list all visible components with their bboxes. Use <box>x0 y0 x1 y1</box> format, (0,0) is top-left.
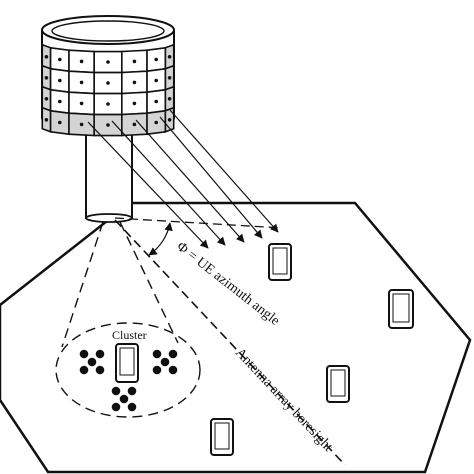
dot-group-right <box>152 349 178 375</box>
antenna-element <box>132 59 137 64</box>
antenna-element <box>132 101 137 106</box>
cluster-ellipse <box>55 322 201 418</box>
antenna-element <box>167 55 172 59</box>
beam-3 <box>135 119 245 243</box>
antenna-element <box>154 99 158 104</box>
ue-phone-icon <box>388 289 414 329</box>
antenna-element <box>44 97 49 101</box>
antenna-element <box>154 57 158 62</box>
antenna-element <box>132 122 137 127</box>
antenna-element <box>44 55 49 59</box>
cluster-zoom-cone <box>55 221 201 418</box>
antenna-element <box>79 59 84 64</box>
antenna-element <box>106 81 110 85</box>
antenna-element <box>58 78 62 83</box>
antenna-element <box>79 122 84 127</box>
antenna-element <box>44 118 49 122</box>
beams <box>87 109 279 249</box>
array-panels <box>41 43 175 137</box>
dot-group-left <box>79 349 105 375</box>
ue-phone-icon <box>210 418 234 456</box>
beam-2 <box>111 120 226 246</box>
antenna-element <box>79 101 84 106</box>
antenna-element <box>79 80 84 85</box>
ue-phone-icon <box>268 243 292 281</box>
cluster <box>79 343 178 412</box>
antenna-element <box>58 99 62 104</box>
antenna-element <box>167 76 172 80</box>
array-top-inner <box>51 20 165 42</box>
antenna-tower <box>85 119 133 223</box>
beam-4 <box>159 116 263 239</box>
antenna-element <box>106 123 110 127</box>
antenna-element <box>106 102 110 106</box>
tower-pole <box>85 119 133 219</box>
cluster-phone-icon <box>115 343 139 383</box>
cylindrical-antenna-array <box>41 15 175 137</box>
beam-1 <box>87 121 209 249</box>
coverage-area-hexagon <box>0 201 472 474</box>
boresight-line <box>114 219 346 466</box>
cone-right-edge <box>119 221 179 344</box>
beam-5 <box>169 109 279 233</box>
tower-pole-base <box>85 213 133 223</box>
cluster-label: Cluster <box>112 328 147 342</box>
azimuth-angle-arc <box>148 222 173 256</box>
antenna-element <box>44 76 49 80</box>
cone-left-edge <box>61 221 104 348</box>
antenna-element <box>58 57 62 62</box>
antenna-element <box>132 80 137 85</box>
antenna-element <box>154 120 158 125</box>
antenna-element <box>154 78 158 83</box>
dot-group-bottom <box>111 386 137 412</box>
antenna-element <box>58 120 62 125</box>
antenna-element <box>167 97 172 101</box>
antenna-element <box>106 60 110 64</box>
antenna-element <box>167 118 172 122</box>
ue-phone-icon <box>326 365 350 403</box>
